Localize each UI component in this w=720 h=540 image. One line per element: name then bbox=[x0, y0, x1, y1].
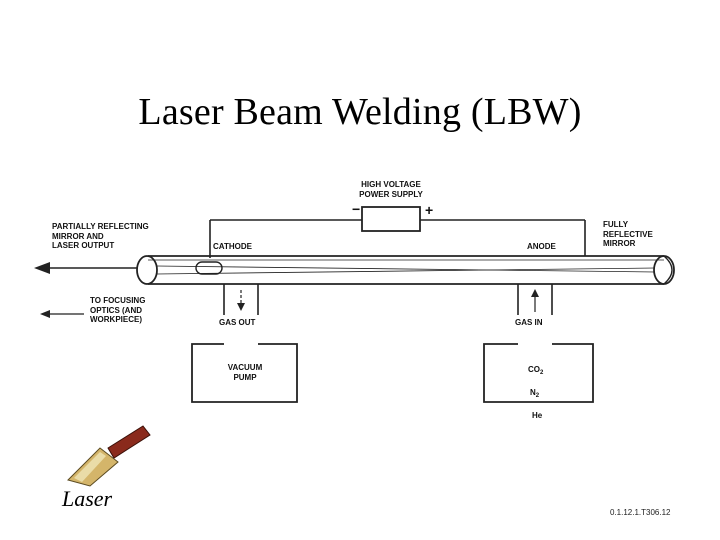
trowel-blade-shade bbox=[74, 452, 106, 482]
gas-mixture-list: CO2 N2 He bbox=[528, 355, 543, 430]
beam-upper bbox=[156, 265, 656, 273]
partial-mirror bbox=[136, 255, 158, 285]
gas-out-label: GAS OUT bbox=[219, 318, 256, 327]
gas-co2-symbol: CO bbox=[528, 364, 540, 374]
minus-terminal: − bbox=[352, 201, 361, 217]
power-supply-label: HIGH VOLTAGE POWER SUPPLY bbox=[359, 180, 423, 199]
power-supply-box bbox=[361, 206, 421, 232]
gas-out-arrowhead bbox=[237, 303, 245, 311]
beam-lower bbox=[156, 267, 656, 275]
full-mirror-label: FULLY REFLECTIVE MIRROR bbox=[603, 220, 653, 248]
gas-in-arrowhead bbox=[531, 289, 539, 297]
trowel-icon bbox=[67, 425, 151, 487]
trowel-handle bbox=[107, 425, 151, 459]
cathode-electrode bbox=[195, 261, 223, 275]
footer-laser-label: Laser bbox=[62, 486, 113, 511]
focusing-label: TO FOCUSING OPTICS (AND WORKPIECE) bbox=[90, 296, 146, 324]
end-cap-right bbox=[663, 255, 673, 285]
vacuum-pump-box bbox=[191, 343, 298, 403]
anode-label: ANODE bbox=[527, 242, 556, 251]
slide-title: Laser Beam Welding (LBW) bbox=[138, 91, 582, 133]
gas-n2-subscript: 2 bbox=[535, 392, 540, 399]
gas-n2-symbol: N bbox=[530, 387, 536, 397]
gas-co2: CO2 bbox=[528, 365, 543, 379]
gas-he: He bbox=[532, 410, 543, 420]
footer-slide-code: 0.1.12.1.T306.12 bbox=[610, 508, 671, 517]
partial-mirror-label: PARTIALLY REFLECTING MIRROR AND LASER OU… bbox=[52, 222, 149, 250]
gas-n2: N2 bbox=[528, 388, 543, 402]
vacuum-pump-label: VACUUM PUMP bbox=[227, 363, 263, 382]
gas-supply-box bbox=[483, 343, 594, 403]
plus-terminal: + bbox=[425, 202, 434, 218]
gas-co2-subscript: 2 bbox=[540, 369, 544, 376]
laser-output-arrowhead bbox=[34, 262, 50, 274]
cathode-label: CATHODE bbox=[213, 242, 252, 251]
gas-in-label: GAS IN bbox=[515, 318, 543, 327]
focusing-arrowhead bbox=[40, 310, 50, 318]
